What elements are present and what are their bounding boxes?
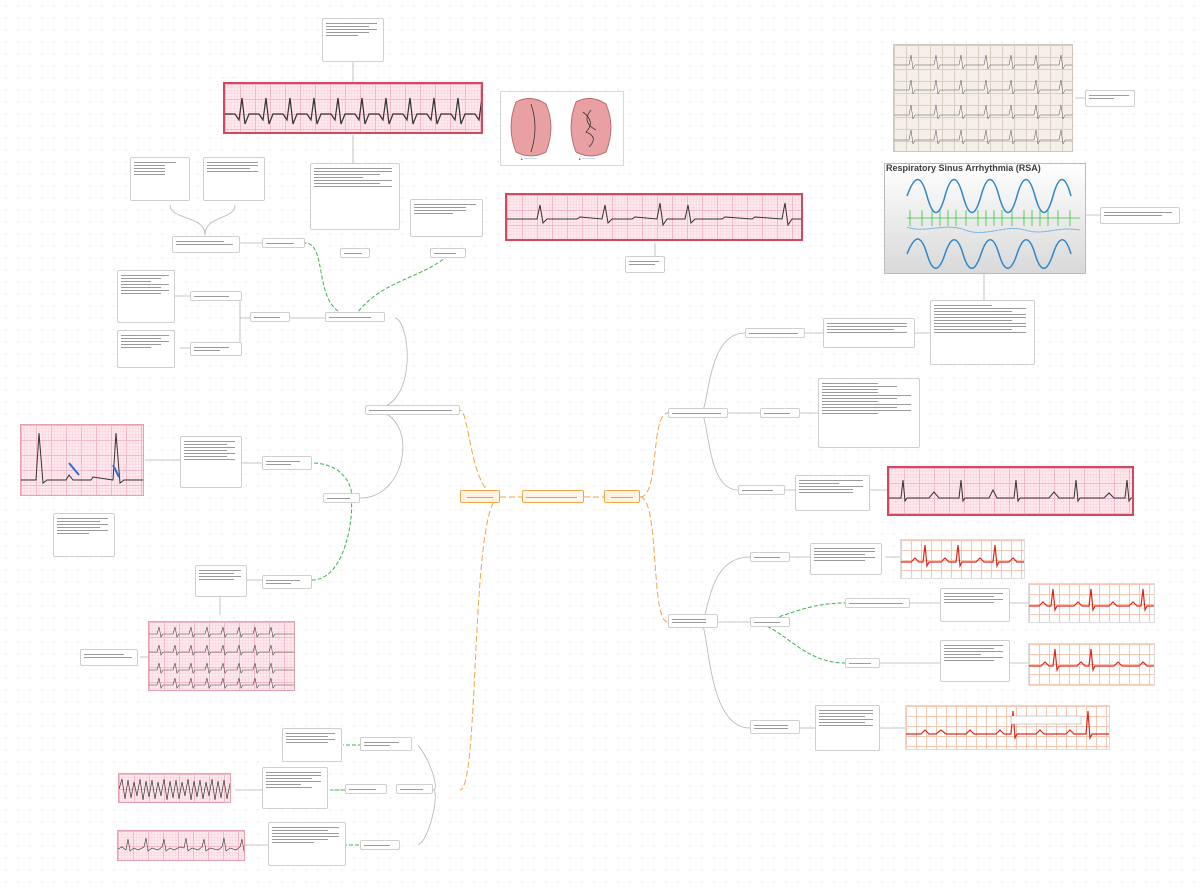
note-card-w	[810, 543, 882, 575]
right-subnode-2[interactable]	[760, 408, 800, 418]
left-subnode-4[interactable]	[190, 342, 242, 356]
note-card-r	[930, 300, 1035, 365]
ecg-complete-block	[905, 705, 1110, 750]
left-subnode-6[interactable]	[340, 248, 370, 258]
note-card-d	[203, 157, 265, 201]
right-subnode-6[interactable]	[845, 598, 910, 608]
rsa-chart-title: Respiratory Sinus Arrhythmia (RSA)	[886, 163, 1041, 173]
right-subnode-1[interactable]	[745, 328, 805, 338]
ecg-strip-left-small	[20, 424, 144, 496]
right-subnode-3[interactable]	[738, 485, 785, 495]
left-branch-middle[interactable]	[323, 493, 360, 503]
right-subnode-4[interactable]	[750, 552, 790, 562]
ecg-strip-vfib	[118, 773, 231, 803]
note-card-b	[117, 330, 175, 368]
note-card-x	[940, 588, 1010, 622]
note-card-q	[823, 318, 915, 348]
note-card-o	[262, 767, 328, 809]
heart-anatomy-image	[500, 91, 624, 166]
note-card-j	[180, 436, 242, 488]
left-subnode-12[interactable]	[360, 840, 400, 850]
note-card-m	[80, 649, 138, 666]
edge-right-lower	[639, 496, 669, 623]
left-subnode-5[interactable]	[262, 238, 305, 248]
right-subnode-8[interactable]	[750, 720, 800, 734]
ecg-mobitz-2	[1028, 643, 1155, 686]
ecg-trace	[225, 97, 481, 125]
right-branch-upper[interactable]	[668, 408, 728, 418]
main-left-node[interactable]	[460, 490, 500, 503]
note-card-v	[1085, 90, 1135, 107]
ecg-strip-middle	[505, 193, 803, 241]
ecg-12lead-sepia	[893, 44, 1073, 152]
ecg-strip-afib	[117, 830, 245, 861]
main-right-node[interactable]	[604, 490, 640, 503]
note-card-l	[195, 565, 247, 597]
note-card-t	[795, 475, 870, 511]
edge-left-lower	[459, 496, 501, 791]
left-subnode-9[interactable]	[262, 575, 312, 589]
note-card-p	[268, 822, 346, 866]
left-subnode-10[interactable]	[360, 737, 412, 751]
left-subnode-11[interactable]	[345, 784, 387, 794]
central-node[interactable]	[522, 490, 584, 503]
left-subnode-3[interactable]	[190, 291, 242, 301]
orange-branches	[459, 409, 669, 791]
heart-label-left: ▲ ─────	[520, 157, 537, 161]
note-card-s	[818, 378, 920, 448]
note-card-h	[322, 18, 384, 62]
note-card-a	[117, 270, 175, 323]
left-subnode-2[interactable]	[250, 312, 290, 322]
edge-right-upper	[639, 412, 669, 498]
heart-label-right: ▲ ─────	[578, 157, 595, 161]
right-branch-lower[interactable]	[668, 614, 718, 628]
ecg-strip-top	[223, 82, 483, 134]
note-card-g	[410, 199, 483, 237]
left-subnode-7[interactable]	[430, 248, 466, 258]
left-subnode-8[interactable]	[262, 456, 312, 470]
ecg-strip-right-long	[887, 466, 1134, 516]
right-subnode-7[interactable]	[845, 658, 880, 668]
note-card-u	[1100, 207, 1180, 224]
note-card-c	[130, 157, 190, 201]
note-card-n	[282, 728, 342, 762]
note-card-i	[625, 256, 665, 273]
left-branch-upper[interactable]	[365, 405, 460, 415]
left-subnode-1[interactable]	[325, 312, 385, 322]
right-subnode-5[interactable]	[750, 617, 790, 627]
ecg-caption-top: · · · · · · · ·	[223, 76, 240, 80]
ecg-wenckebach-1	[900, 539, 1025, 579]
rsa-waveform-image	[884, 163, 1086, 274]
note-card-f	[310, 163, 400, 230]
ecg-wenckebach-2	[1028, 583, 1155, 623]
note-card-z	[815, 705, 880, 751]
note-card-k	[53, 513, 115, 557]
note-card-y	[940, 640, 1010, 682]
left-branch-lower[interactable]	[396, 784, 433, 794]
note-card-e	[172, 236, 240, 253]
edge-left-upper	[459, 409, 501, 498]
ecg-12lead-image	[148, 621, 295, 691]
